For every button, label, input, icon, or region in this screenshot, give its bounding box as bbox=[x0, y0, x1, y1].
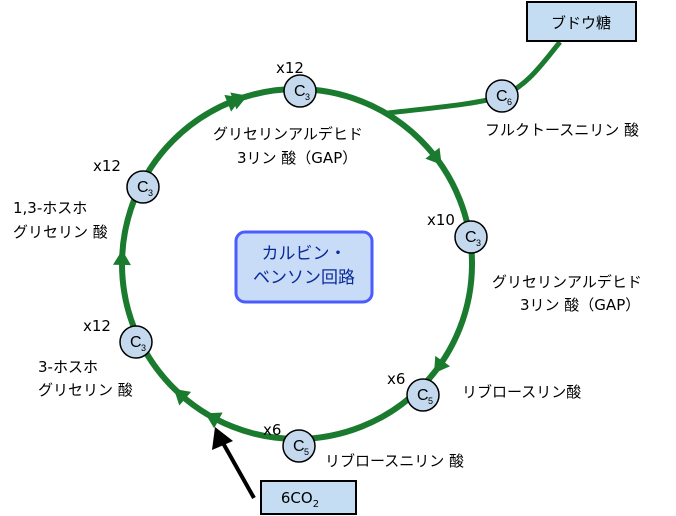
molecule-fructose-bisphosphate: C 6 bbox=[485, 79, 519, 113]
svg-text:C: C bbox=[294, 83, 306, 100]
glucose-label: ブドウ糖 bbox=[551, 14, 611, 32]
glucose-branch-path bbox=[387, 40, 562, 116]
co2-input-arrow-shaft bbox=[221, 442, 256, 499]
count-label: x10 bbox=[427, 211, 455, 229]
molecule-ribulose-phosphate: C 5 x6 bbox=[387, 370, 440, 412]
cycle-name-line2: ベンソン回路 bbox=[253, 268, 355, 288]
label-gap-right-line1: グリセリンアルデヒド bbox=[492, 273, 642, 291]
svg-text:C: C bbox=[465, 229, 477, 246]
count-label: x12 bbox=[83, 317, 111, 335]
molecule-gap-top: C 3 x12 bbox=[276, 59, 317, 108]
molecule-ribulose-bisphosphate: C 5 x6 bbox=[263, 421, 316, 463]
cycle-direction-arrow bbox=[173, 388, 192, 406]
count-label: x6 bbox=[387, 370, 405, 388]
label-gap-top-line1: グリセリンアルデヒド bbox=[213, 125, 363, 143]
label-gap-top-line2: 3リン 酸（GAP） bbox=[237, 149, 357, 167]
label-gap-right-line2: 3リン 酸（GAP） bbox=[520, 296, 640, 314]
svg-text:C: C bbox=[293, 438, 305, 455]
svg-text:3: 3 bbox=[148, 188, 153, 198]
count-label: x12 bbox=[93, 157, 121, 175]
cycle-name-box bbox=[234, 230, 374, 304]
label-3-phosphoglycerate-line1: 3-ホスホ bbox=[38, 358, 98, 376]
co2-box bbox=[260, 480, 357, 515]
cycle-direction-arrow bbox=[230, 92, 248, 110]
label-fructose-bisphosphate: フルクトースニリン 酸 bbox=[485, 121, 639, 139]
label-bisphosphoglycerate-line1: 1,3-ホスホ bbox=[13, 199, 87, 217]
count-label: x12 bbox=[276, 59, 304, 77]
label-ribulose-phosphate: リブロースリン酸 bbox=[462, 383, 581, 401]
cycle-direction-arrow bbox=[205, 412, 223, 429]
glucose-box bbox=[526, 1, 637, 42]
co2-label: 6CO2 bbox=[281, 489, 319, 510]
cycle-name-line1: カルビン・ bbox=[262, 244, 347, 264]
svg-text:C: C bbox=[130, 334, 142, 351]
molecule-3-phosphoglycerate: C 3 x12 bbox=[83, 317, 153, 359]
svg-text:3: 3 bbox=[476, 238, 481, 248]
cycle-direction-arrow bbox=[434, 355, 451, 374]
molecule-1-3-bisphosphoglycerate: C 3 x12 bbox=[93, 157, 160, 204]
co2-input-arrowhead bbox=[212, 427, 233, 450]
svg-text:5: 5 bbox=[428, 396, 433, 406]
label-bisphosphoglycerate-line2: グリセリン 酸 bbox=[13, 223, 108, 241]
molecule-gap-right: C 3 x10 bbox=[427, 211, 488, 254]
label-3-phosphoglycerate-line2: グリセリン 酸 bbox=[38, 381, 133, 399]
svg-text:3: 3 bbox=[305, 92, 310, 102]
cycle-arrows bbox=[112, 92, 451, 429]
svg-text:C: C bbox=[496, 88, 508, 105]
svg-text:6: 6 bbox=[507, 97, 512, 107]
svg-text:5: 5 bbox=[304, 447, 309, 457]
cycle-direction-arrow bbox=[425, 147, 442, 165]
svg-text:C: C bbox=[137, 179, 149, 196]
svg-text:3: 3 bbox=[141, 343, 146, 353]
label-ribulose-bisphosphate: リブロースニリン 酸 bbox=[325, 452, 464, 470]
svg-text:C: C bbox=[417, 387, 429, 404]
count-label: x6 bbox=[263, 421, 281, 439]
cycle-direction-arrow bbox=[112, 249, 131, 266]
